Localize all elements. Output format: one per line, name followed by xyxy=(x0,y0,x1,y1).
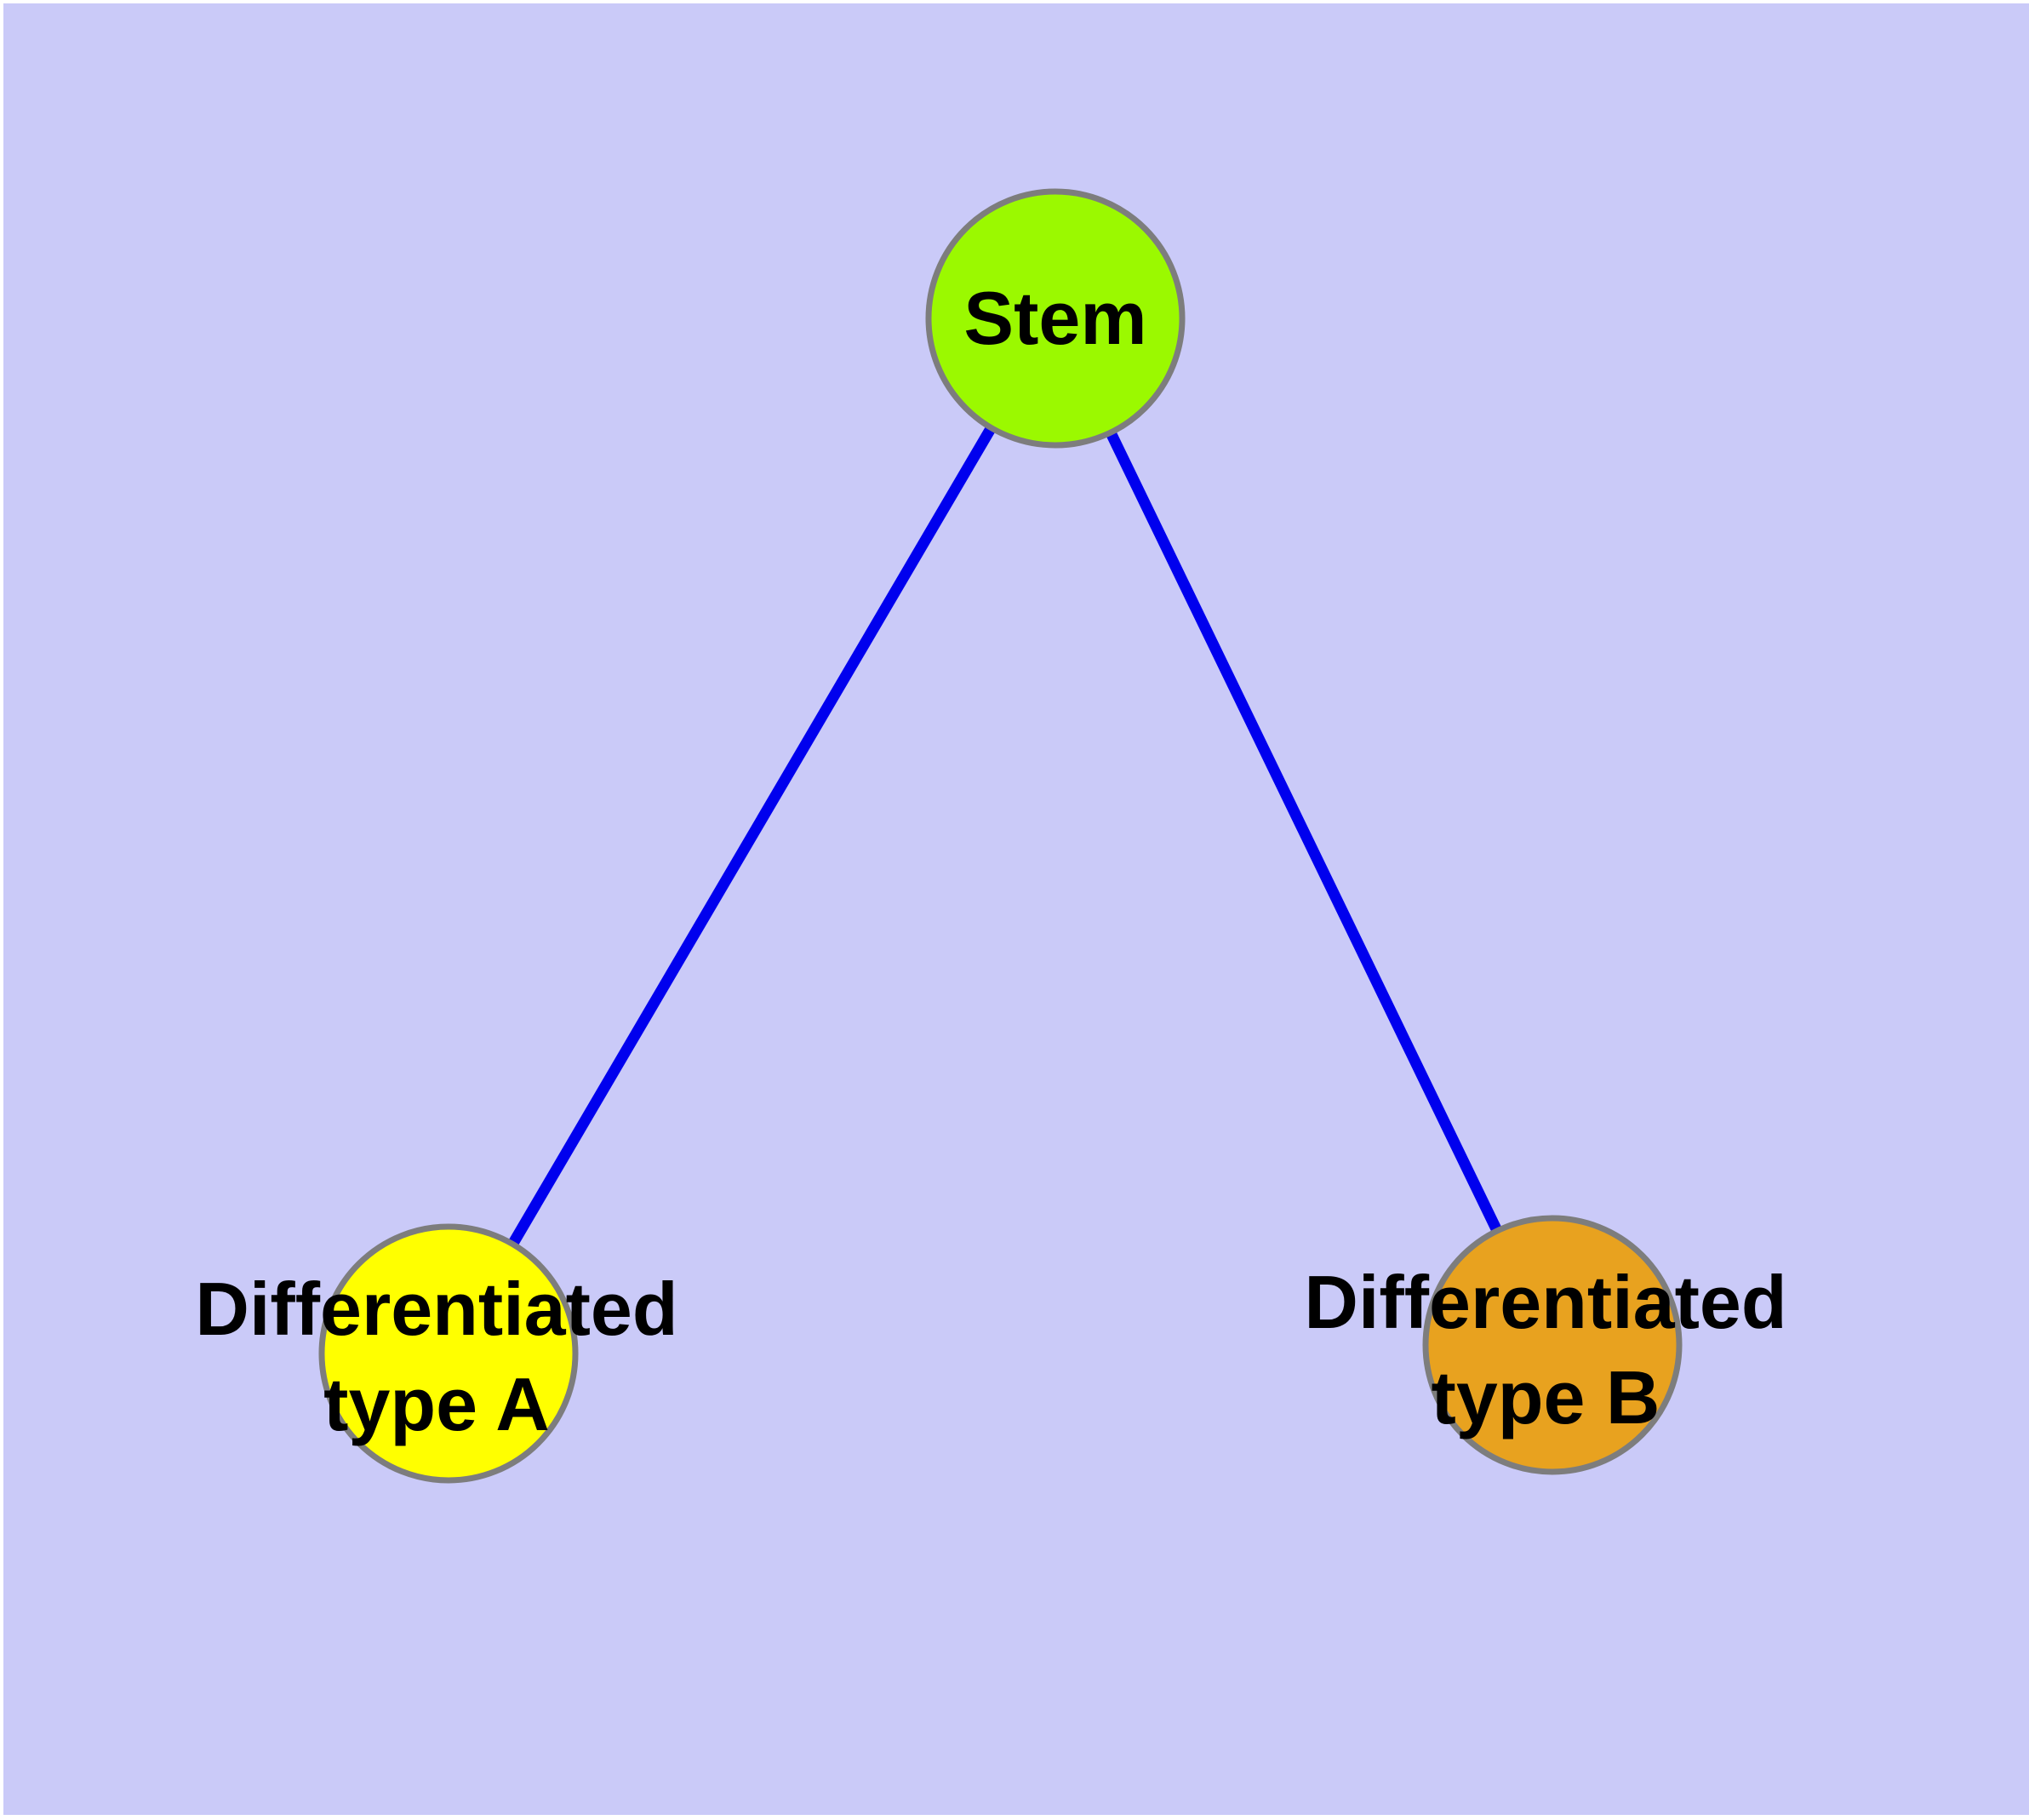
node-differentiated-type-a-label-line1: Differentiated xyxy=(195,1267,678,1351)
node-differentiated-type-b-circle xyxy=(1422,1215,1683,1475)
edge-stem-to-differentiated-type-a xyxy=(443,315,1060,1357)
graph-svg xyxy=(3,3,2029,1815)
edge-stem-to-differentiated-type-b xyxy=(1050,316,1557,1348)
node-stem-circle xyxy=(925,188,1186,449)
node-differentiated-type-b-label-line1: Differentiated xyxy=(1304,1260,1787,1344)
node-differentiated-type-a-circle xyxy=(318,1223,579,1484)
node-differentiated-type-a-label: Differentiated type A xyxy=(195,1262,677,1452)
node-differentiated-type-a-label-line2: type A xyxy=(323,1362,550,1446)
node-stem-label-line: Stem xyxy=(963,276,1147,360)
graph-canvas: Stem Differentiated type A Differentiate… xyxy=(3,3,2029,1815)
node-stem-label: Stem xyxy=(963,271,1146,366)
node-differentiated-type-b-label-line2: type B xyxy=(1431,1355,1660,1439)
node-differentiated-type-b-label: Differentiated type B xyxy=(1304,1255,1786,1445)
